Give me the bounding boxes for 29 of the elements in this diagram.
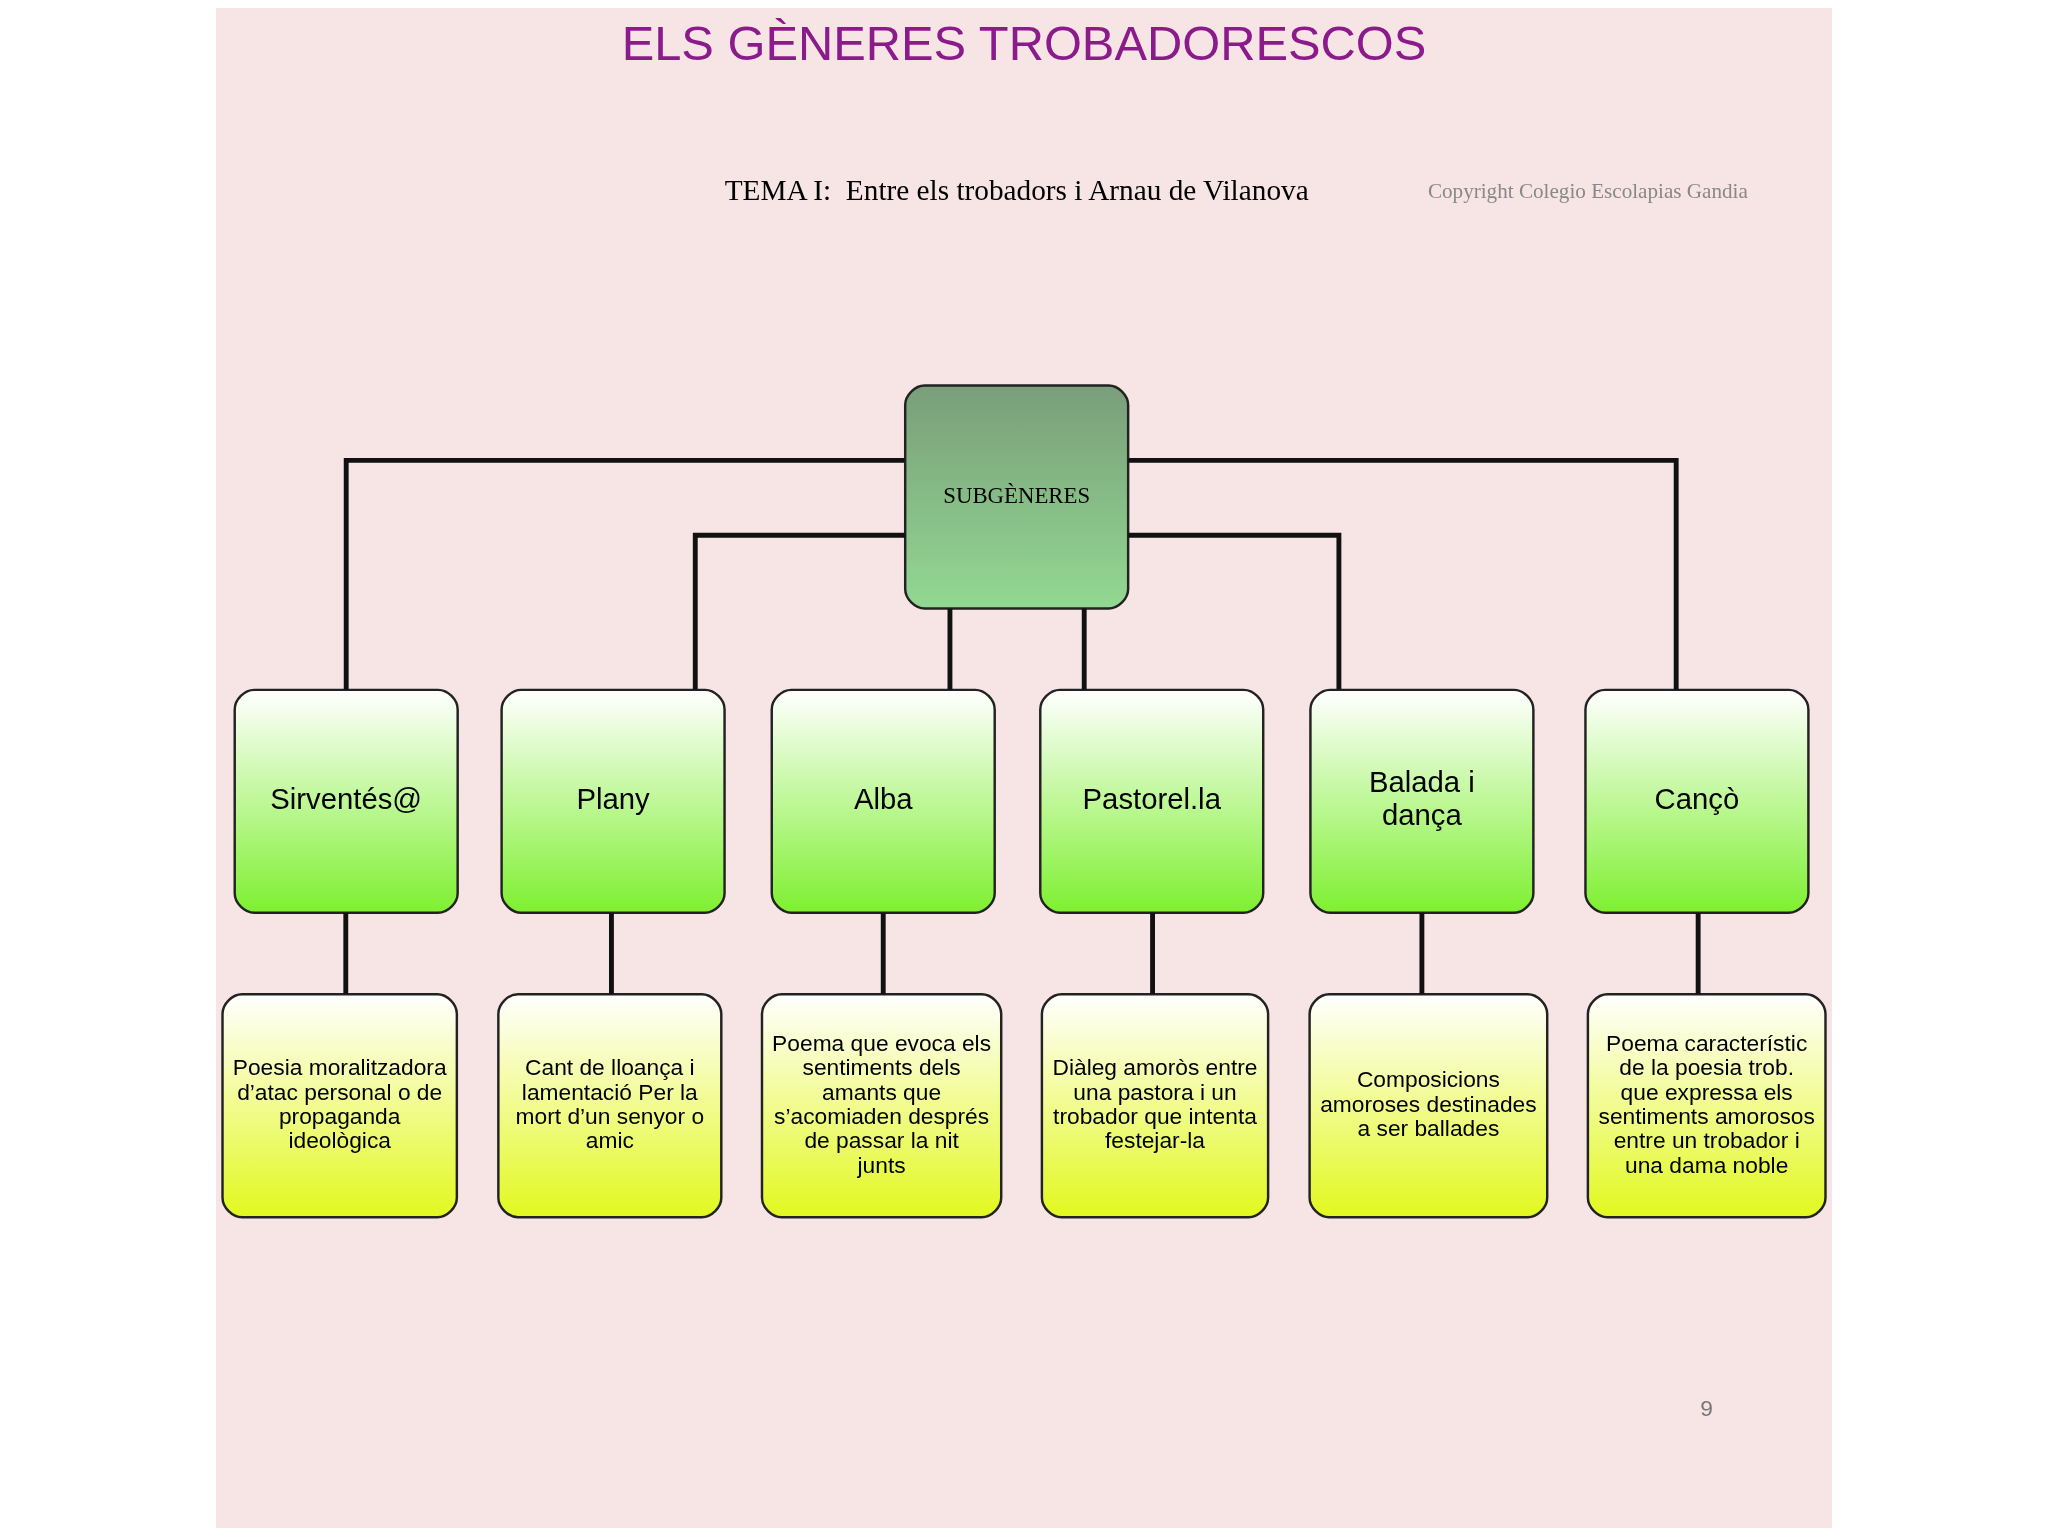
node-box: Sirventés@ bbox=[233, 688, 459, 915]
connector bbox=[692, 532, 906, 690]
connector bbox=[1128, 532, 1342, 690]
node-box: SUBGÈNERES bbox=[904, 384, 1130, 610]
node-box: Balada i dança bbox=[1309, 688, 1535, 915]
connector bbox=[947, 608, 953, 690]
label: Copyright Colegio Escolapias Gandia bbox=[1427, 179, 1748, 204]
connector bbox=[880, 912, 886, 995]
node-box: Poema característic de la poesia trob. que expressa els sentiments amorosos entre un trobador i una dama noble bbox=[1586, 993, 1827, 1219]
node-box: Composicions amoroses destinades a ser ballades bbox=[1308, 993, 1549, 1219]
node-box: Cant de lloança i lamentació Per la mort d’un senyor o amic bbox=[497, 993, 723, 1219]
node-box: Diàleg amoròs entre una pastora i un trobador que intenta festejar-la bbox=[1040, 993, 1270, 1219]
connector bbox=[609, 912, 614, 995]
diagram-title: ELS GÈNERES TROBADORESCOS bbox=[621, 16, 1427, 71]
connector bbox=[343, 458, 905, 690]
label: 9 bbox=[1700, 1395, 1714, 1422]
connector bbox=[1150, 912, 1155, 995]
node-box: Poesia moralitzadora d’atac personal o de propaganda ideològica bbox=[221, 993, 459, 1219]
connector bbox=[1128, 458, 1679, 690]
connector bbox=[343, 912, 349, 995]
connector bbox=[1695, 912, 1701, 995]
node-box: Poema que evoca els sentiments dels amants que s’acomiaden després de passar la nit junts bbox=[760, 993, 1003, 1219]
node-box: Cançò bbox=[1584, 688, 1810, 915]
node-box: Pastorel.la bbox=[1039, 688, 1265, 915]
connector bbox=[1419, 912, 1425, 995]
node-box: Alba bbox=[770, 688, 996, 915]
node-box: Plany bbox=[500, 688, 726, 915]
connector bbox=[1081, 608, 1087, 690]
label: TEMA I: Entre els trobadors i Arnau de Vilanova bbox=[724, 173, 1309, 206]
